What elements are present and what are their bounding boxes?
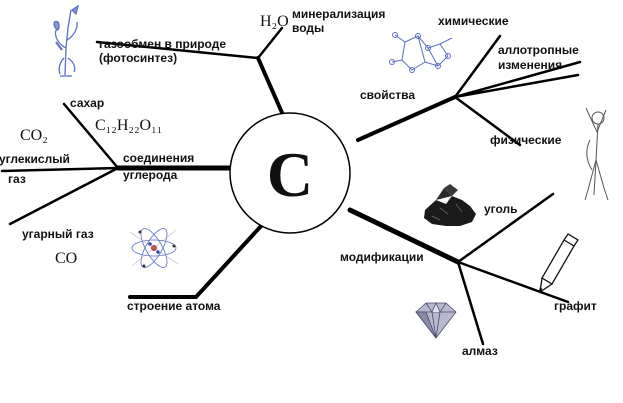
coal-pile-icon — [424, 184, 476, 226]
label-compounds-1: соединения — [123, 151, 194, 165]
branch-chemical — [453, 34, 502, 99]
label-graphite: графит — [554, 299, 597, 313]
formula-water: H₂O — [260, 13, 289, 30]
label-diamond: алмаз — [462, 344, 498, 358]
branch-co2 — [0, 166, 120, 173]
label-co2-2: газ — [8, 172, 26, 186]
atom-model-icon — [129, 228, 179, 268]
branch-graphite — [456, 260, 570, 304]
label-photosynthesis-2: (фотосинтез) — [99, 51, 177, 65]
formula-co: CO — [55, 250, 77, 267]
label-sugar: сахар — [70, 96, 104, 110]
label-mineralization-2: воды — [292, 21, 324, 35]
formula-co2: CO₂ — [20, 127, 48, 144]
label-coal: уголь — [484, 202, 518, 216]
formula-sugar: C₁₂H₂₂O₁₁ — [95, 117, 162, 134]
label-modifications: модификации — [340, 250, 424, 264]
branch-physical — [453, 95, 522, 147]
center-node: C — [229, 112, 351, 234]
branch-allotropic-2 — [453, 73, 580, 99]
branch-properties-main — [356, 95, 457, 142]
center-symbol: C — [267, 139, 313, 210]
branch-coal — [456, 192, 555, 264]
molecule-network-icon — [389, 32, 453, 73]
branch-photosynthesis — [95, 40, 260, 60]
label-chemical: химические — [438, 14, 509, 28]
branch-lines — [0, 26, 582, 346]
label-properties: свойства — [360, 88, 415, 102]
label-photosynthesis-1: газообмен в природе — [99, 37, 226, 51]
branch-atom — [128, 223, 264, 299]
plant-sketch-icon — [53, 4, 80, 77]
pencil-icon — [538, 233, 579, 294]
branch-diamond — [456, 260, 485, 346]
branch-allotropic — [453, 60, 582, 99]
center-circle — [229, 112, 351, 234]
label-co: угарный газ — [22, 227, 94, 241]
label-allotropic-2: изменения — [498, 58, 562, 72]
diamond-icon — [415, 302, 457, 339]
branch-mineralization — [256, 26, 284, 60]
label-allotropic-1: аллотропные — [498, 43, 579, 57]
label-atom-structure: строение атома — [127, 299, 221, 313]
label-co2-1: углекислый — [0, 152, 70, 166]
label-mineralization-1: минерализация — [292, 7, 385, 21]
label-physical: физические — [490, 133, 562, 147]
branch-photosynthesis-main — [256, 56, 285, 117]
branch-sugar — [62, 102, 120, 170]
label-compounds-2: углерода — [123, 168, 178, 182]
branch-modifications-main — [347, 207, 461, 265]
person-sketch-icon — [584, 107, 609, 201]
branch-co — [8, 166, 120, 226]
